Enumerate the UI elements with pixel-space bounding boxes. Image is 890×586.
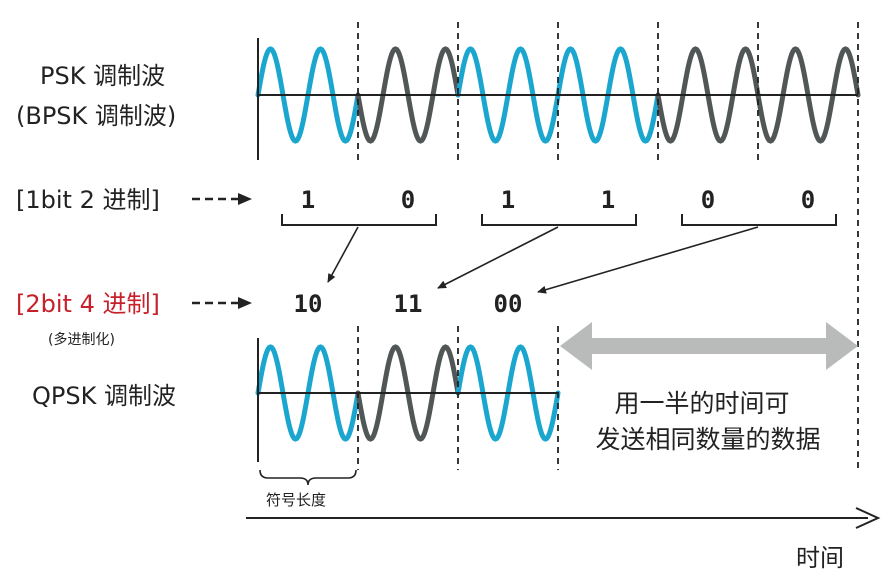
mapping-arrow-1 — [327, 226, 359, 283]
symbol-2: 11 — [394, 290, 423, 318]
bit-4: 1 — [601, 186, 615, 214]
bpsk-bits: 1 0 1 1 0 0 — [301, 186, 815, 214]
half-time-text-line1: 用一半的时间可 — [614, 389, 789, 418]
mapping-arrows — [327, 226, 759, 294]
symbol-length-label: 符号长度 — [266, 491, 326, 509]
symbol-length-bracket — [259, 469, 357, 486]
bit-3: 1 — [501, 186, 515, 214]
bit-5: 0 — [701, 186, 715, 214]
pair-bracket-1 — [281, 214, 437, 226]
bin2-label: [2bit 4 进制] — [16, 290, 160, 318]
bit-2: 0 — [401, 186, 415, 214]
time-axis-label: 时间 — [796, 544, 844, 572]
pair-bracket-3 — [681, 214, 837, 226]
pair-brackets — [281, 214, 837, 226]
symbol-1: 10 — [294, 290, 323, 318]
psk-label-line2: (BPSK 调制波) — [16, 102, 176, 130]
pair-bracket-2 — [481, 214, 637, 226]
bin1-dashed-arrow — [192, 193, 252, 205]
psk-label-line1: PSK 调制波 — [40, 62, 165, 90]
qpsk-symbols: 10 11 00 — [294, 290, 523, 318]
multi-label: (多进制化) — [48, 331, 115, 348]
time-axis — [246, 507, 881, 529]
mapping-arrow-2 — [437, 226, 559, 289]
bpsk-waveform — [255, 22, 861, 470]
bit-1: 1 — [301, 186, 315, 214]
bin2-dashed-arrow — [192, 297, 252, 309]
bit-6: 0 — [801, 186, 815, 214]
symbol-3: 00 — [494, 290, 523, 318]
half-time-double-arrow — [560, 322, 858, 370]
bin1-label: [1bit 2 进制] — [16, 186, 160, 214]
qpsk-waveform — [255, 326, 561, 470]
mapping-arrow-3 — [537, 226, 759, 294]
qpsk-label: QPSK 调制波 — [32, 382, 176, 410]
half-time-text-line2: 发送相同数量的数据 — [595, 425, 820, 454]
